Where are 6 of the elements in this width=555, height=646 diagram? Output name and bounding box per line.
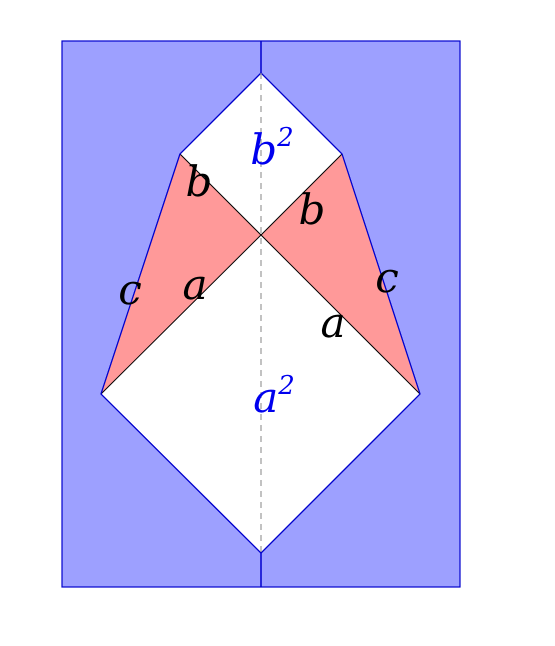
side-label: b	[186, 161, 212, 203]
side-label: a	[320, 302, 346, 344]
area-label: a$^{2}$	[253, 377, 295, 419]
side-label: a	[182, 264, 208, 306]
side-label: b	[298, 189, 326, 231]
area-label: b$^{2}$	[250, 129, 294, 171]
